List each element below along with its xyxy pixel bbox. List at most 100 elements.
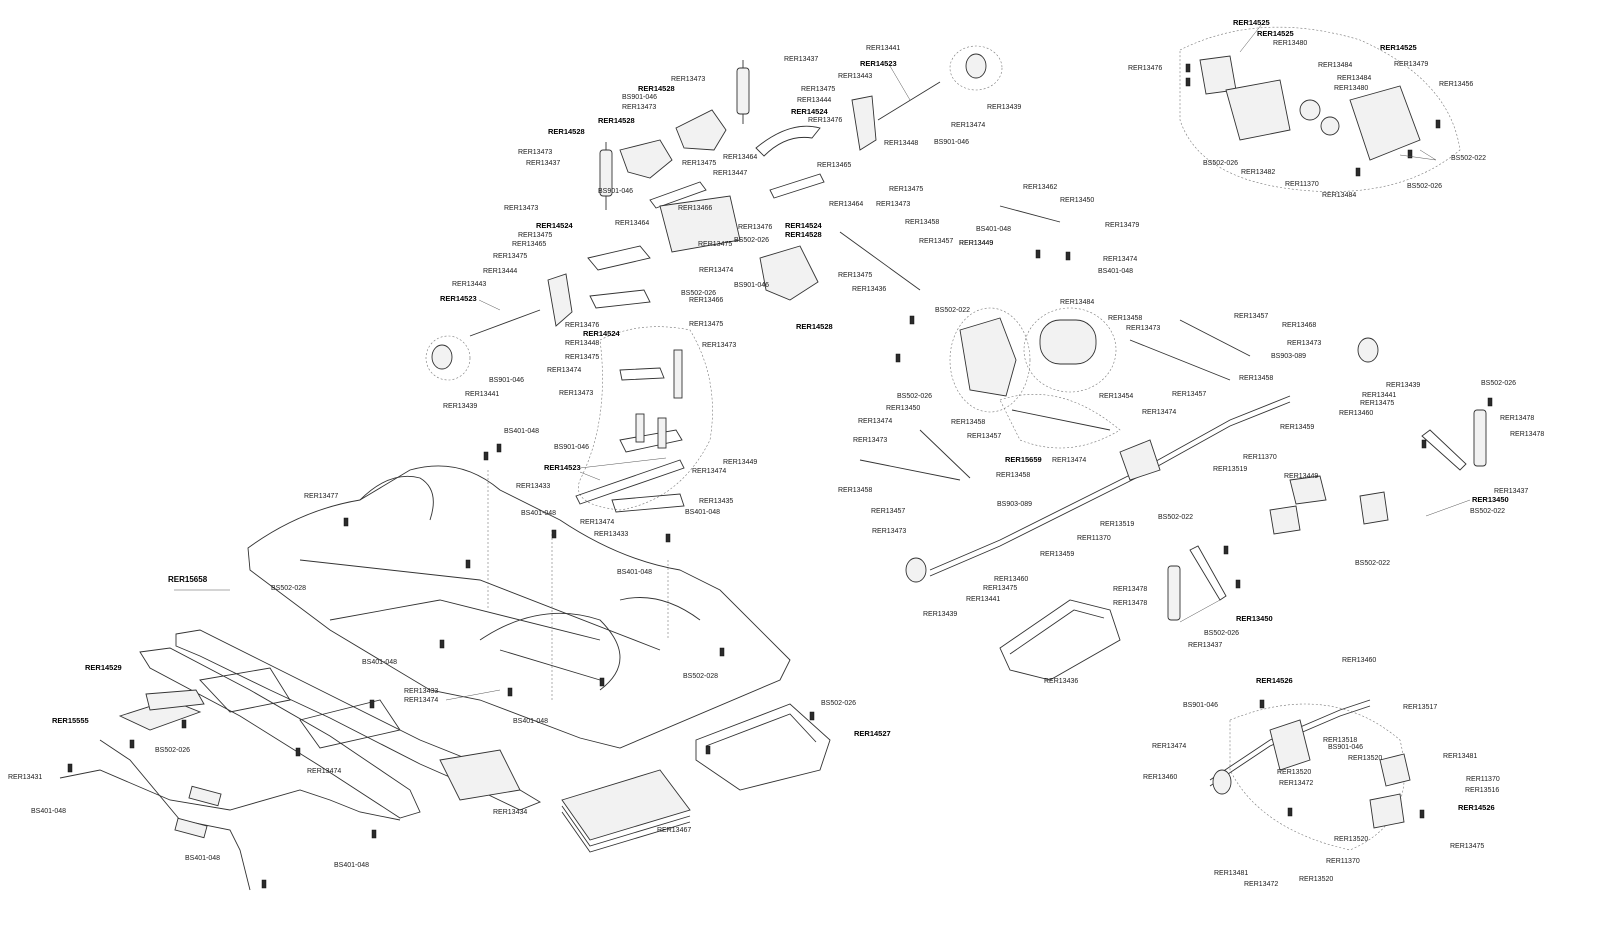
- part-label: RER13436: [1044, 678, 1079, 685]
- leader-lines: [174, 23, 1471, 701]
- part-label: RER13475: [565, 354, 600, 361]
- part-label: BS401-048: [976, 226, 1012, 233]
- part-label: BS401-048: [334, 862, 370, 869]
- part-label: BS502-026: [897, 393, 933, 400]
- part-label: BS502-026: [1204, 630, 1240, 637]
- part-label: BS901-046: [934, 139, 970, 146]
- part-label: RER14525: [1233, 18, 1270, 27]
- part-label: RER13475: [838, 272, 873, 279]
- part-label: BS401-048: [685, 509, 721, 516]
- part-label: BS502-026: [1407, 183, 1443, 190]
- part-label: RER13465: [512, 241, 547, 248]
- part-label: RER13458: [996, 472, 1031, 479]
- part-label: RER13439: [443, 403, 478, 410]
- part-label: RER13478: [1510, 431, 1545, 438]
- part-label: RER14526: [1256, 676, 1293, 685]
- part-label: RER13449: [959, 240, 994, 247]
- part-label: BS901-046: [489, 377, 525, 384]
- part-label: RER13475: [518, 232, 553, 239]
- part-label: RER13519: [1213, 466, 1248, 473]
- part-label: RER15555: [52, 716, 89, 725]
- part-label: RER13472: [1244, 881, 1279, 888]
- part-label: RER13448: [565, 340, 600, 347]
- part-label: RER13433: [516, 483, 551, 490]
- rear-axle-drawing: [839, 205, 1379, 583]
- part-label: BS502-022: [1470, 508, 1506, 515]
- part-label: RER13450: [1236, 614, 1273, 623]
- part-label: BS502-028: [271, 585, 307, 592]
- part-label: RER14524: [785, 221, 822, 230]
- part-label: RER13466: [689, 297, 724, 304]
- part-label: BS502-026: [734, 237, 770, 244]
- part-label: RER13457: [1234, 313, 1269, 320]
- part-label: RER13472: [1279, 780, 1314, 787]
- part-label: RER13516: [1465, 787, 1500, 794]
- front-suspension-drawing: [425, 45, 1003, 381]
- part-label: RER13477: [304, 493, 339, 500]
- part-label: RER13475: [1360, 400, 1395, 407]
- part-label: RER13474: [699, 267, 734, 274]
- part-label: RER14525: [1257, 29, 1294, 38]
- part-label: RER11370: [1077, 535, 1111, 542]
- part-label: RER13467: [657, 827, 692, 834]
- part-label: RER13478: [1113, 586, 1148, 593]
- part-label: RER13437: [784, 56, 819, 63]
- part-label: RER14528: [785, 230, 822, 239]
- part-label: RER13450: [1060, 197, 1095, 204]
- part-label: BS401-048: [362, 659, 398, 666]
- part-label: BS901-046: [1328, 744, 1364, 751]
- part-label: BS901-046: [734, 282, 770, 289]
- part-label: RER13441: [1362, 392, 1397, 399]
- part-label: RER14523: [860, 59, 897, 68]
- part-label: RER13443: [838, 73, 873, 80]
- part-label: RER13476: [738, 224, 773, 231]
- part-label: RER13464: [829, 201, 864, 208]
- part-label: RER13434: [493, 809, 528, 816]
- part-label: RER13473: [1287, 340, 1322, 347]
- part-label: RER13473: [853, 437, 888, 444]
- part-label: RER13474: [1103, 256, 1138, 263]
- part-label: RER13454: [1099, 393, 1134, 400]
- part-label: BS502-026: [1481, 380, 1517, 387]
- rear-shock-drawing: [1167, 409, 1487, 621]
- part-label: RER13481: [1214, 870, 1249, 877]
- part-label: RER13473: [876, 201, 911, 208]
- part-label: RER14524: [583, 329, 620, 338]
- part-label: BS901-046: [598, 188, 634, 195]
- part-label: RER13475: [801, 86, 836, 93]
- part-label: RER13474: [547, 367, 582, 374]
- part-label: RER14527: [854, 729, 891, 738]
- part-label: RER13447: [713, 170, 748, 177]
- part-label: RER13474: [1142, 409, 1177, 416]
- part-label: RER13517: [1403, 704, 1438, 711]
- part-label: RER13481: [1443, 753, 1478, 760]
- part-label: RER13473: [1126, 325, 1161, 332]
- part-label: BS502-026: [821, 700, 857, 707]
- part-label: RER13484: [1337, 75, 1372, 82]
- part-label: RER13473: [702, 342, 737, 349]
- part-label: RER13460: [1143, 774, 1178, 781]
- part-label: RER13441: [465, 391, 500, 398]
- part-label: RER14523: [440, 294, 477, 303]
- part-label: RER14528: [638, 84, 675, 93]
- part-label: RER13460: [1342, 657, 1377, 664]
- part-label: RER13448: [884, 140, 919, 147]
- part-label: RER13475: [493, 253, 528, 260]
- part-label: BS903-089: [1271, 353, 1307, 360]
- part-label: RER13450: [886, 405, 921, 412]
- part-label: BS401-048: [185, 855, 221, 862]
- part-label: RER13474: [1152, 743, 1187, 750]
- part-label: RER14529: [85, 663, 122, 672]
- part-label: RER13439: [1386, 382, 1421, 389]
- part-label: RER13475: [698, 241, 733, 248]
- part-label: RER14526: [1458, 803, 1495, 812]
- part-label: BS401-048: [31, 808, 67, 815]
- screw-fasteners-drawing: [67, 63, 1493, 889]
- part-label: BS502-026: [155, 747, 191, 754]
- part-label: RER13520: [1299, 876, 1334, 883]
- part-label: RER13474: [692, 468, 727, 475]
- skid-plate-drawing: [999, 599, 1121, 681]
- part-label: RER13435: [699, 498, 734, 505]
